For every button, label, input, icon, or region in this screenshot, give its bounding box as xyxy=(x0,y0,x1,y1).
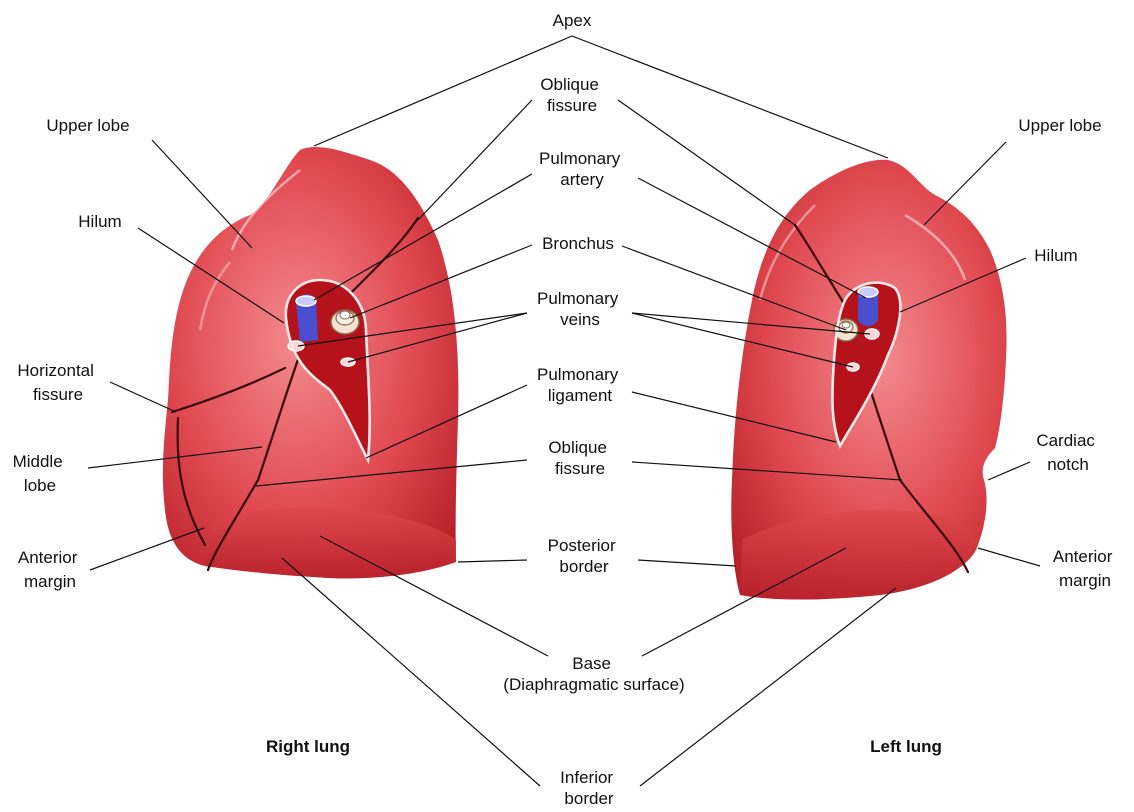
label-base: Base (Diaphragmatic surface) xyxy=(503,654,684,694)
label-bronchus: Bronchus xyxy=(542,234,614,253)
leader-apex-right xyxy=(314,36,572,146)
leader-posterior-right xyxy=(458,560,527,562)
leader-posterior-left xyxy=(638,560,736,566)
label-posterior-border: Posterior border xyxy=(548,536,621,576)
right-lung xyxy=(163,147,459,578)
label-inferior-border: Inferior border xyxy=(560,768,618,808)
label-oblique-fissure-mid: Oblique fissure xyxy=(548,438,611,478)
title-right-lung: Right lung xyxy=(266,737,350,756)
label-cardiac-notch: Cardiac notch xyxy=(1036,431,1099,474)
leader-cardiac-notch xyxy=(988,462,1030,480)
right-bronchus-vessel xyxy=(331,310,359,334)
label-apex: Apex xyxy=(553,11,592,30)
label-right-hilum: Hilum xyxy=(78,212,121,231)
leader-right-upper-lobe xyxy=(152,140,252,248)
label-pulmonary-artery: Pulmonary artery xyxy=(539,149,625,189)
label-middle-lobe: Middle lobe xyxy=(13,452,68,495)
leader-left-anterior-margin xyxy=(978,548,1040,566)
label-left-hilum: Hilum xyxy=(1034,246,1077,265)
leader-horizontal-fissure xyxy=(110,382,176,412)
label-right-anterior-margin: Anterior margin xyxy=(18,548,82,591)
title-left-lung: Left lung xyxy=(870,737,942,756)
leader-oblique-top-right xyxy=(418,100,532,220)
label-oblique-fissure-top: Oblique fissure xyxy=(540,75,603,115)
label-horizontal-fissure: Horizontal fissure xyxy=(17,361,98,404)
leader-left-upper-lobe xyxy=(924,142,1006,225)
label-pulmonary-veins: Pulmonary veins xyxy=(537,289,623,329)
label-left-upper-lobe: Upper lobe xyxy=(1018,116,1101,135)
leader-apex-left xyxy=(572,36,888,158)
leader-oblique-top-left xyxy=(618,100,795,225)
label-pulmonary-ligament: Pulmonary ligament xyxy=(537,365,623,405)
right-artery-opening xyxy=(296,296,316,306)
label-right-upper-lobe: Upper lobe xyxy=(46,116,129,135)
label-left-anterior-margin: Anterior margin xyxy=(1053,547,1117,590)
left-lung xyxy=(731,160,1006,600)
